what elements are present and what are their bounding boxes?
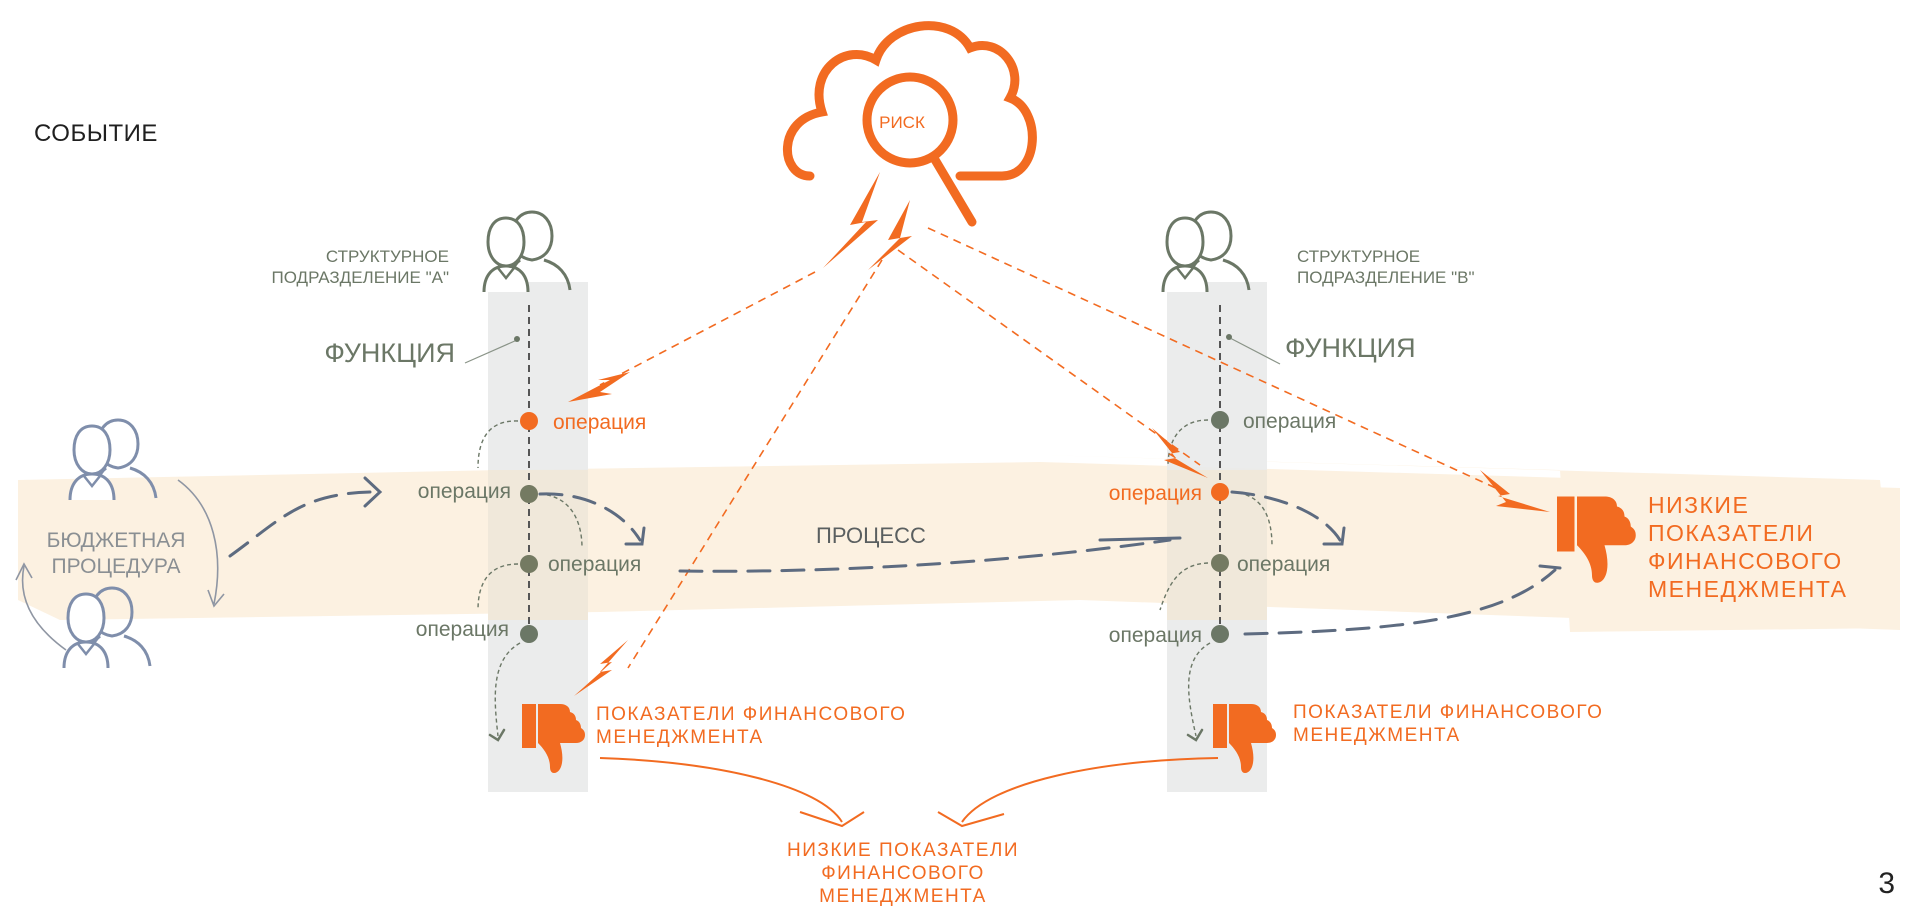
right-lightning-icon (1480, 470, 1550, 512)
convergence-arrows (599, 757, 1219, 828)
unit-a-operation-2: операция (418, 480, 511, 503)
unit-a-operation-3: операция (548, 553, 641, 576)
process-flow-arrows (228, 490, 1557, 636)
unit-a-lightning-icon (568, 372, 630, 402)
unit-b-operation-4: операция (1109, 624, 1202, 647)
risk-cloud-icon (783, 21, 1037, 227)
unit-b-lightning-icon (1152, 428, 1208, 478)
budget-cycle-arrows (15, 479, 225, 651)
unit-b-operation-node-2 (1211, 483, 1229, 501)
unit-a-indicators-line2: МЕНЕДЖМЕНТА (596, 727, 764, 748)
right-low-indicators-line2: ПОКАЗАТЕЛИ (1648, 520, 1814, 546)
unit-a-function-label: ФУНКЦИЯ (324, 338, 455, 368)
unit-a-people-icon (482, 210, 572, 294)
page-number: 3 (1878, 867, 1895, 900)
unit-b-title-line1: СТРУКТУРНОЕ (1297, 247, 1420, 266)
unit-a-indicators-line1: ПОКАЗАТЕЛИ ФИНАНСОВОГО (596, 704, 906, 725)
budget-procedure-line2: ПРОЦЕДУРА (52, 555, 181, 578)
unit-b-operation-node-1 (1211, 411, 1229, 429)
unit-b-operation-1: операция (1243, 410, 1336, 433)
process-band-right (1040, 455, 1895, 632)
risk-links (599, 227, 1501, 669)
unit-a-bottom-lightning-icon (574, 640, 628, 696)
unit-a-title-line2: ПОДРАЗДЕЛЕНИЕ "А" (271, 268, 449, 287)
unit-b-operation-node-4 (1211, 625, 1229, 643)
unit-b-indicators-line1: ПОКАЗАТЕЛИ ФИНАНСОВОГО (1293, 702, 1603, 723)
unit-b-operation-node-3 (1211, 554, 1229, 572)
unit-a-operation-node-3 (520, 555, 538, 573)
unit-a-operation-4: операция (416, 618, 509, 641)
unit-b-title-line2: ПОДРАЗДЕЛЕНИЕ "В" (1297, 268, 1475, 287)
bottom-low-indicators-line1: НИЗКИЕ ПОКАЗАТЕЛИ (787, 840, 1019, 861)
unit-a-operation-node-2 (520, 485, 538, 503)
unit-b-operation-3: операция (1237, 553, 1330, 576)
process-label: ПРОЦЕСС (816, 523, 926, 548)
right-low-indicators-line3: ФИНАНСОВОГО (1648, 548, 1843, 574)
bottom-low-indicators-line2: ФИНАНСОВОГО (821, 863, 985, 884)
cloud-lightning-icon (823, 172, 912, 270)
unit-b-operation-2: операция (1109, 482, 1202, 505)
right-low-indicators-line1: НИЗКИЕ (1648, 492, 1749, 518)
unit-b-function-label: ФУНКЦИЯ (1285, 333, 1416, 363)
unit-b-people-icon (1161, 210, 1251, 294)
event-title: СОБЫТИЕ (34, 120, 158, 147)
budget-procedure-line1: БЮДЖЕТНАЯ (47, 529, 186, 552)
unit-b-indicators-line2: МЕНЕДЖМЕНТА (1293, 725, 1461, 746)
risk-label: РИСК (879, 113, 925, 132)
bottom-low-indicators-line3: МЕНЕДЖМЕНТА (819, 886, 987, 907)
right-low-indicators-line4: МЕНЕДЖМЕНТА (1648, 576, 1848, 602)
unit-a-operation-node-1 (520, 412, 538, 430)
unit-a-operation-1: операция (553, 411, 646, 434)
unit-a-title-line1: СТРУКТУРНОЕ (326, 247, 449, 266)
unit-a-operation-node-4 (520, 625, 538, 643)
